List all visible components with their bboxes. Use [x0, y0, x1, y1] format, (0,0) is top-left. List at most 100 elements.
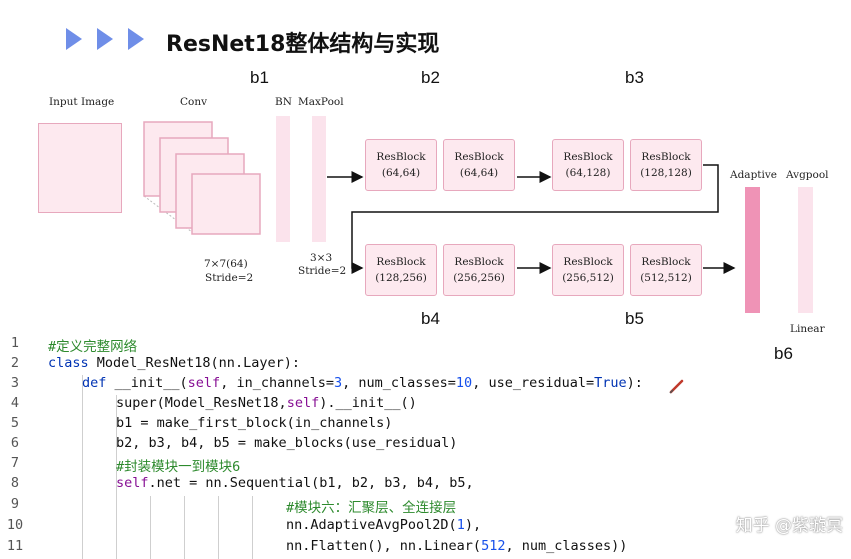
- resblock-b4-2: ResBlock (256,256): [443, 244, 515, 296]
- code-text: , in_channels=: [220, 375, 334, 391]
- pen-icon: [669, 379, 684, 394]
- resblock-channels: (256,256): [453, 272, 505, 284]
- code-text: ):: [626, 375, 643, 391]
- keyword: True: [594, 375, 627, 391]
- line-number: 8: [10, 475, 20, 491]
- code-line-11: nn.Flatten(), nn.Linear(512, num_classes…: [286, 538, 627, 554]
- stage-label-b2: b2: [421, 68, 440, 87]
- resblock-channels: (64,64): [381, 167, 421, 179]
- code-line-8: self.net = nn.Sequential(b1, b2, b3, b4,…: [116, 475, 474, 491]
- resblock-name: ResBlock: [376, 151, 426, 163]
- line-number: 1: [10, 335, 20, 351]
- indent-guide: [252, 496, 253, 559]
- bn-label: BN: [275, 96, 292, 108]
- indent-guide: [218, 496, 219, 559]
- resblock-b3-2: ResBlock (128,128): [630, 139, 702, 191]
- code-number: 10: [455, 375, 473, 391]
- code-text: , num_classes)): [505, 538, 628, 554]
- resblock-channels: (64,64): [459, 167, 499, 179]
- indent-guide: [82, 375, 83, 559]
- maxpool-kernel: 3×3: [310, 252, 333, 264]
- resblock-channels: (128,128): [640, 167, 692, 179]
- resblock-name: ResBlock: [563, 256, 613, 268]
- chevron-right-icon: [97, 28, 113, 50]
- code-number: 1: [456, 517, 465, 533]
- line-number: 6: [10, 435, 20, 451]
- line-number: 2: [10, 355, 20, 371]
- adaptive-label: Adaptive: [730, 169, 778, 181]
- resblock-channels: (512,512): [640, 272, 692, 284]
- code-text: ),: [464, 517, 482, 533]
- resblock-name: ResBlock: [641, 151, 691, 163]
- stage-label-b3: b3: [625, 68, 644, 87]
- linear-layer-bar: [798, 187, 813, 313]
- indent-guide: [116, 395, 117, 559]
- stage-label-b4: b4: [421, 309, 440, 328]
- line-number: 5: [10, 415, 20, 431]
- line-number: 11: [6, 538, 24, 554]
- line-number: 3: [10, 375, 20, 391]
- maxpool-stride: Stride=2: [298, 265, 347, 277]
- indent-guide: [150, 496, 151, 559]
- resblock-name: ResBlock: [454, 151, 504, 163]
- code-line-9: #模块六：汇聚层、全连接层: [286, 500, 457, 516]
- code-line-4: super(Model_ResNet18,self).__init__(): [116, 395, 417, 411]
- line-number: 9: [10, 496, 20, 512]
- code-line-3: def __init__(self, in_channels=3, num_cl…: [82, 375, 643, 391]
- code-line-6: b2, b3, b4, b5 = make_blocks(use_residua…: [116, 435, 458, 451]
- keyword: def: [82, 375, 107, 391]
- stage-label-b5: b5: [625, 309, 644, 328]
- resblock-b2-1: ResBlock (64,64): [365, 139, 437, 191]
- resblock-channels: (64,128): [565, 167, 611, 179]
- code-text: , num_classes=: [342, 375, 456, 391]
- resblock-name: ResBlock: [454, 256, 504, 268]
- resblock-name: ResBlock: [376, 256, 426, 268]
- maxpool-layer-bar: [312, 116, 326, 242]
- conv-label: Conv: [180, 96, 208, 108]
- resblock-b4-1: ResBlock (128,256): [365, 244, 437, 296]
- code-line-7: #封装模块一到模块6: [116, 459, 241, 475]
- line-number: 7: [10, 455, 20, 471]
- code-self: self: [116, 475, 149, 491]
- adaptive-avgpool-bar: [745, 187, 760, 313]
- code-panel: 1 2 3 4 5 6 7 8 9 10 11 #定义完整网络 class Mo…: [0, 333, 851, 559]
- code-text: , use_residual=: [472, 375, 595, 391]
- indent-guide: [184, 496, 185, 559]
- stage-label-b6: b6: [774, 344, 793, 363]
- code-text: ).__init__(): [319, 395, 417, 411]
- resblock-b2-2: ResBlock (64,64): [443, 139, 515, 191]
- code-self: self: [187, 375, 221, 391]
- resblock-name: ResBlock: [563, 151, 613, 163]
- resblock-b3-1: ResBlock (64,128): [552, 139, 624, 191]
- avgpool-label: Avgpool: [786, 169, 829, 181]
- code-self: self: [286, 395, 320, 411]
- resblock-channels: (128,256): [375, 272, 427, 284]
- code-text: super(Model_ResNet18,: [116, 395, 287, 411]
- resblock-channels: (256,512): [562, 272, 614, 284]
- code-number: 512: [481, 538, 506, 554]
- keyword: class: [48, 355, 89, 371]
- code-text: nn.AdaptiveAvgPool2D(: [286, 517, 457, 533]
- stage-label-b1: b1: [250, 68, 269, 87]
- maxpool-label: MaxPool: [298, 96, 344, 108]
- input-image-box: [38, 123, 122, 213]
- code-line-2: class Model_ResNet18(nn.Layer):: [48, 355, 300, 371]
- bn-layer-bar: [276, 116, 290, 242]
- code-text: .net = nn.Sequential(b1, b2, b3, b4, b5,: [148, 475, 474, 491]
- conv-kernel: 7×7(64): [204, 258, 248, 270]
- code-line-1: #定义完整网络: [48, 339, 138, 355]
- code-text: Model_ResNet18(nn.Layer):: [88, 355, 300, 371]
- code-line-10: nn.AdaptiveAvgPool2D(1),: [286, 517, 481, 533]
- code-text: nn.Flatten(), nn.Linear(: [286, 538, 482, 554]
- line-number: 4: [10, 395, 20, 411]
- page-title: ResNet18整体结构与实现: [166, 32, 440, 57]
- resblock-name: ResBlock: [641, 256, 691, 268]
- chevron-right-icon: [66, 28, 82, 50]
- input-image-label: Input Image: [49, 96, 115, 108]
- chevron-right-icon: [128, 28, 144, 50]
- conv-stride: Stride=2: [205, 272, 254, 284]
- resblock-b5-1: ResBlock (256,512): [552, 244, 624, 296]
- code-number: 3: [333, 375, 343, 391]
- line-number: 10: [6, 517, 24, 533]
- watermark: 知乎 @紫璇冥: [735, 516, 843, 536]
